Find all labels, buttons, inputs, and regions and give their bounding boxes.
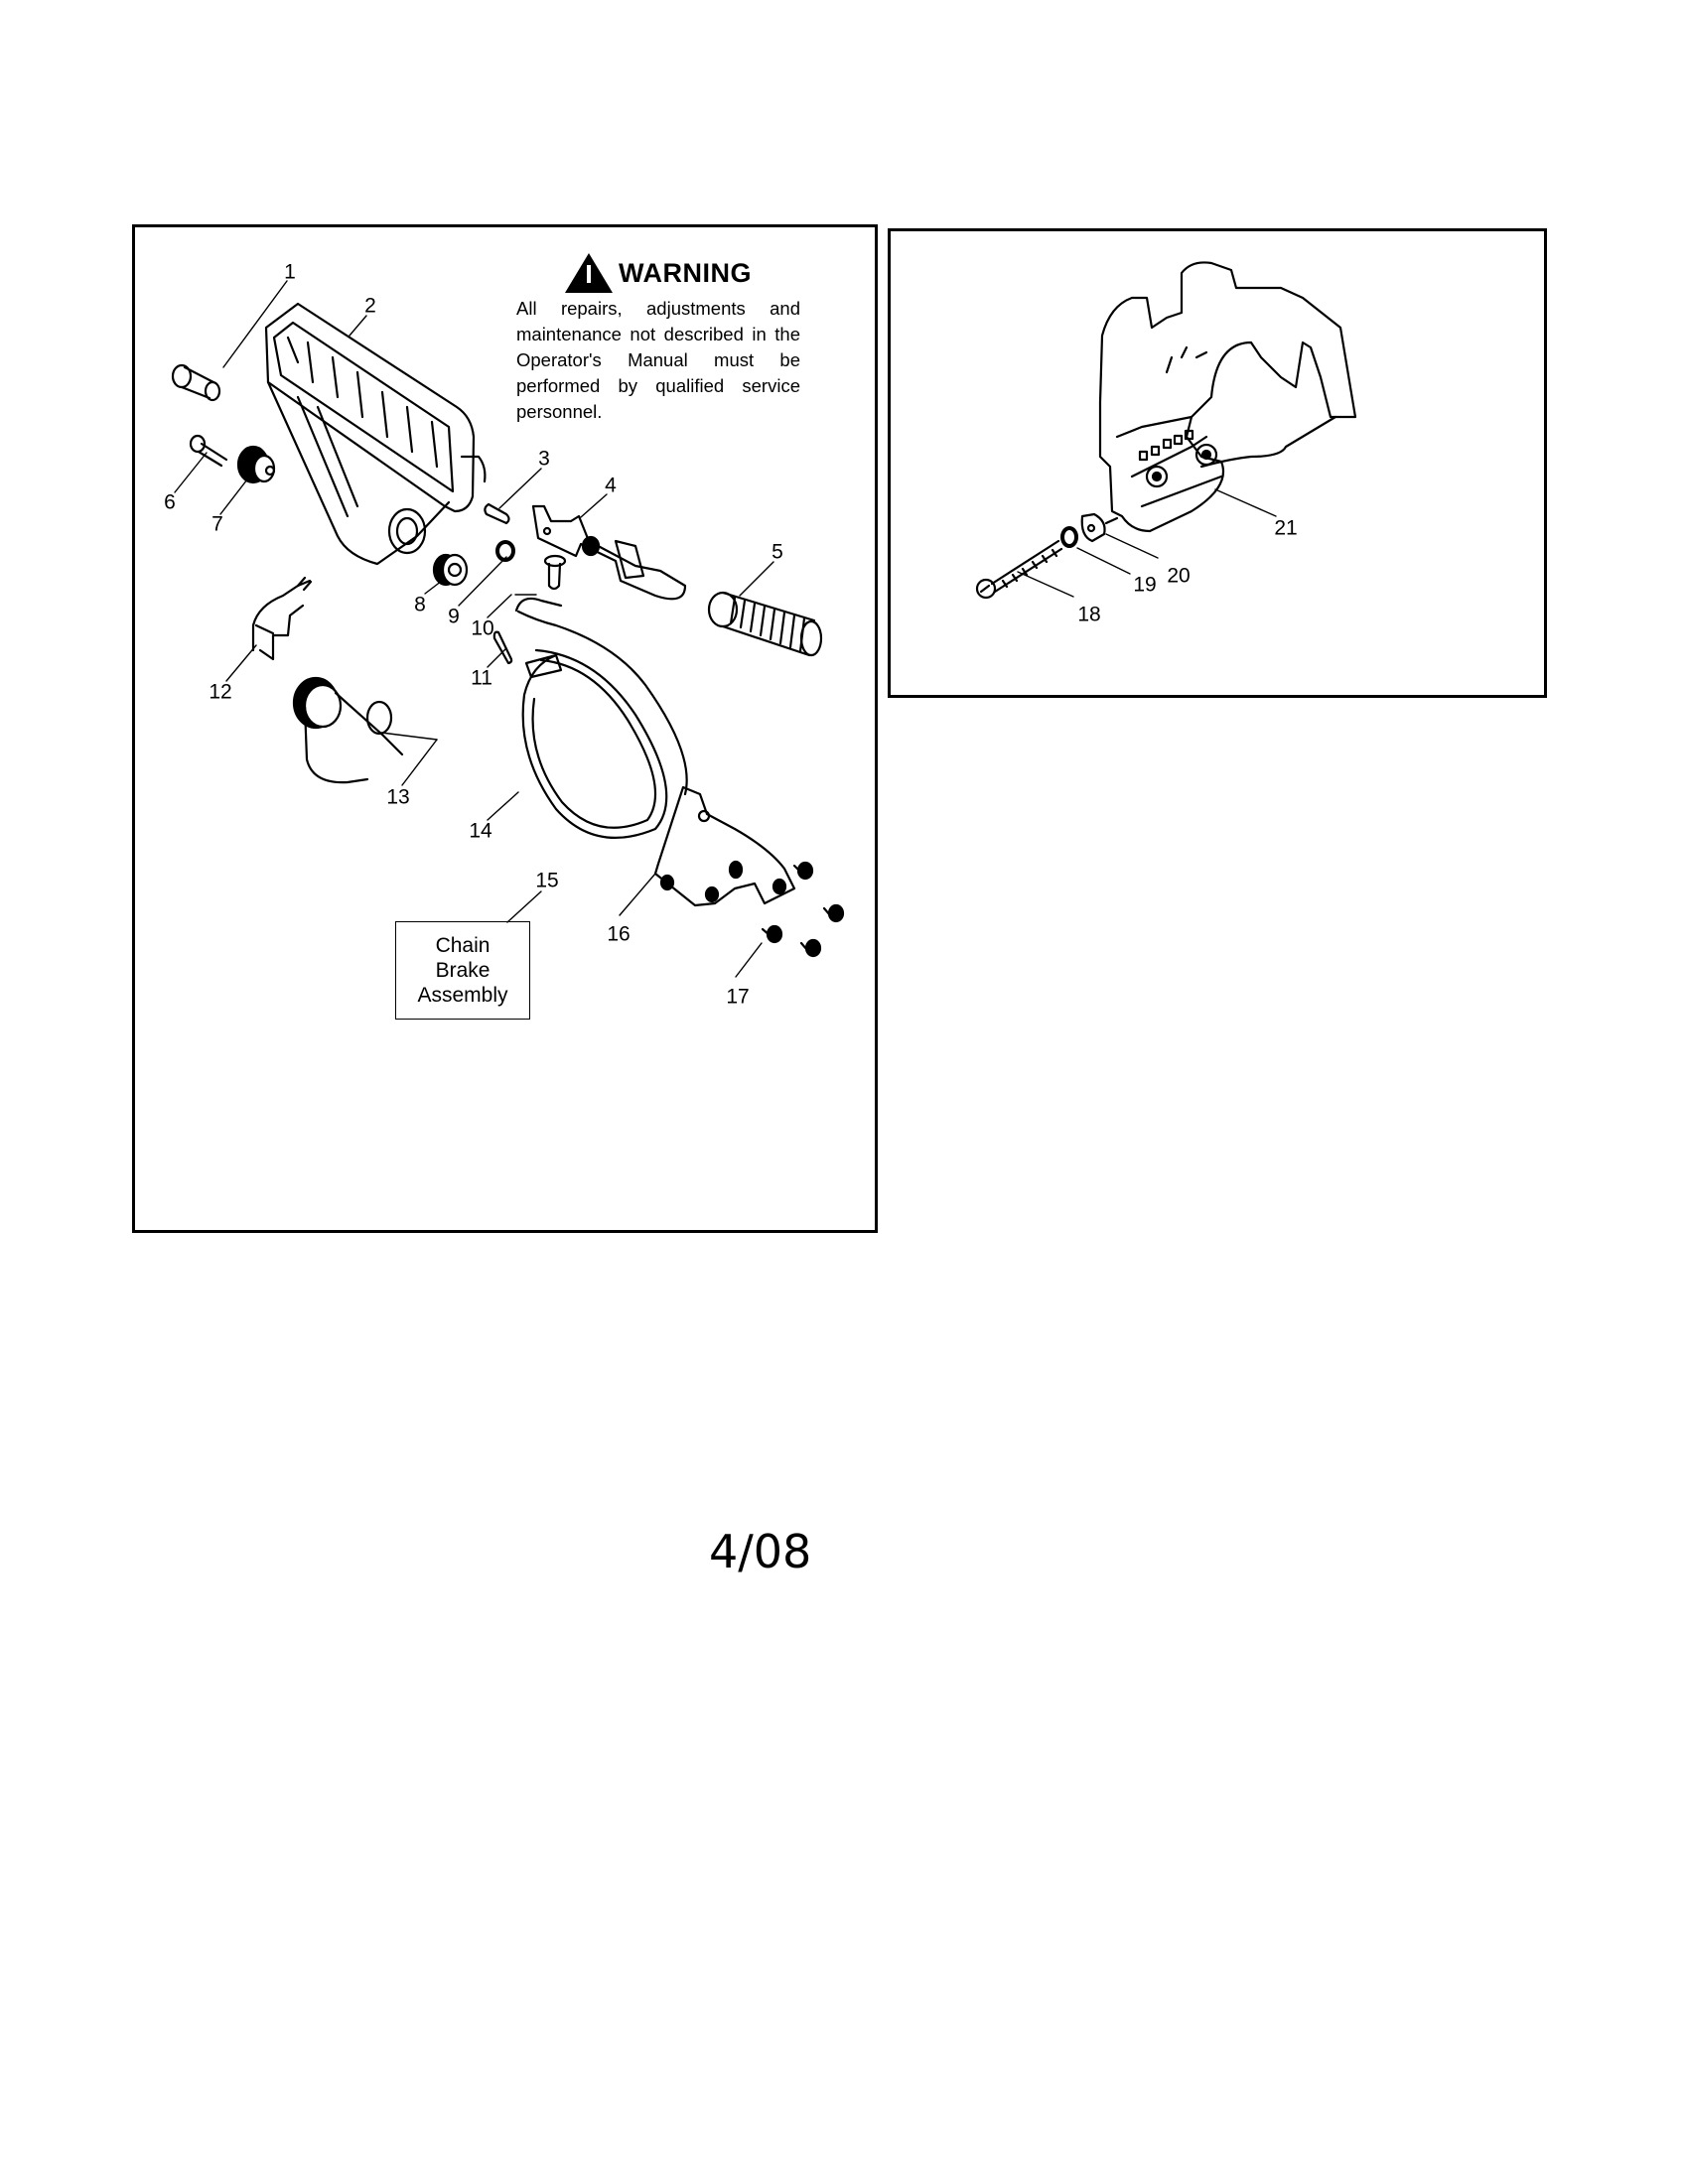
date-code: 4/08 [709, 1525, 812, 1578]
callout-8: 8 [414, 593, 426, 616]
callout-13: 13 [386, 785, 410, 809]
warning-notice: WARNING All repairs, adjustments and mai… [516, 252, 800, 425]
callout-6: 6 [164, 490, 176, 514]
callout-17: 17 [726, 985, 750, 1009]
callout-10: 10 [471, 616, 494, 640]
callout-12: 12 [209, 680, 232, 704]
right-diagram-panel [888, 228, 1547, 698]
callout-2: 2 [364, 294, 376, 318]
callout-18: 18 [1077, 603, 1101, 626]
callout-5: 5 [772, 540, 783, 564]
callout-21: 21 [1274, 516, 1298, 540]
warning-body: All repairs, adjustments and maintenance… [516, 298, 800, 422]
callout-19: 19 [1133, 573, 1157, 597]
callout-15: 15 [535, 869, 559, 892]
assembly-label-line2: Brake [435, 959, 491, 982]
callout-11: 11 [471, 666, 492, 690]
left-diagram-panel [132, 224, 878, 1233]
warning-triangle-icon [565, 253, 613, 293]
warning-header: WARNING [516, 252, 800, 294]
assembly-label-line1: Chain [435, 934, 491, 957]
callout-1: 1 [284, 260, 296, 284]
callout-9: 9 [448, 605, 460, 628]
callout-20: 20 [1167, 564, 1191, 588]
callout-4: 4 [605, 474, 617, 497]
callout-16: 16 [607, 922, 631, 946]
chain-brake-assembly-box: Chain Brake Assembly [395, 921, 530, 1020]
callout-14: 14 [469, 819, 492, 843]
assembly-label-line3: Assembly [417, 984, 508, 1007]
warning-title: WARNING [619, 257, 752, 288]
callout-3: 3 [538, 447, 550, 471]
callout-7: 7 [211, 512, 223, 536]
